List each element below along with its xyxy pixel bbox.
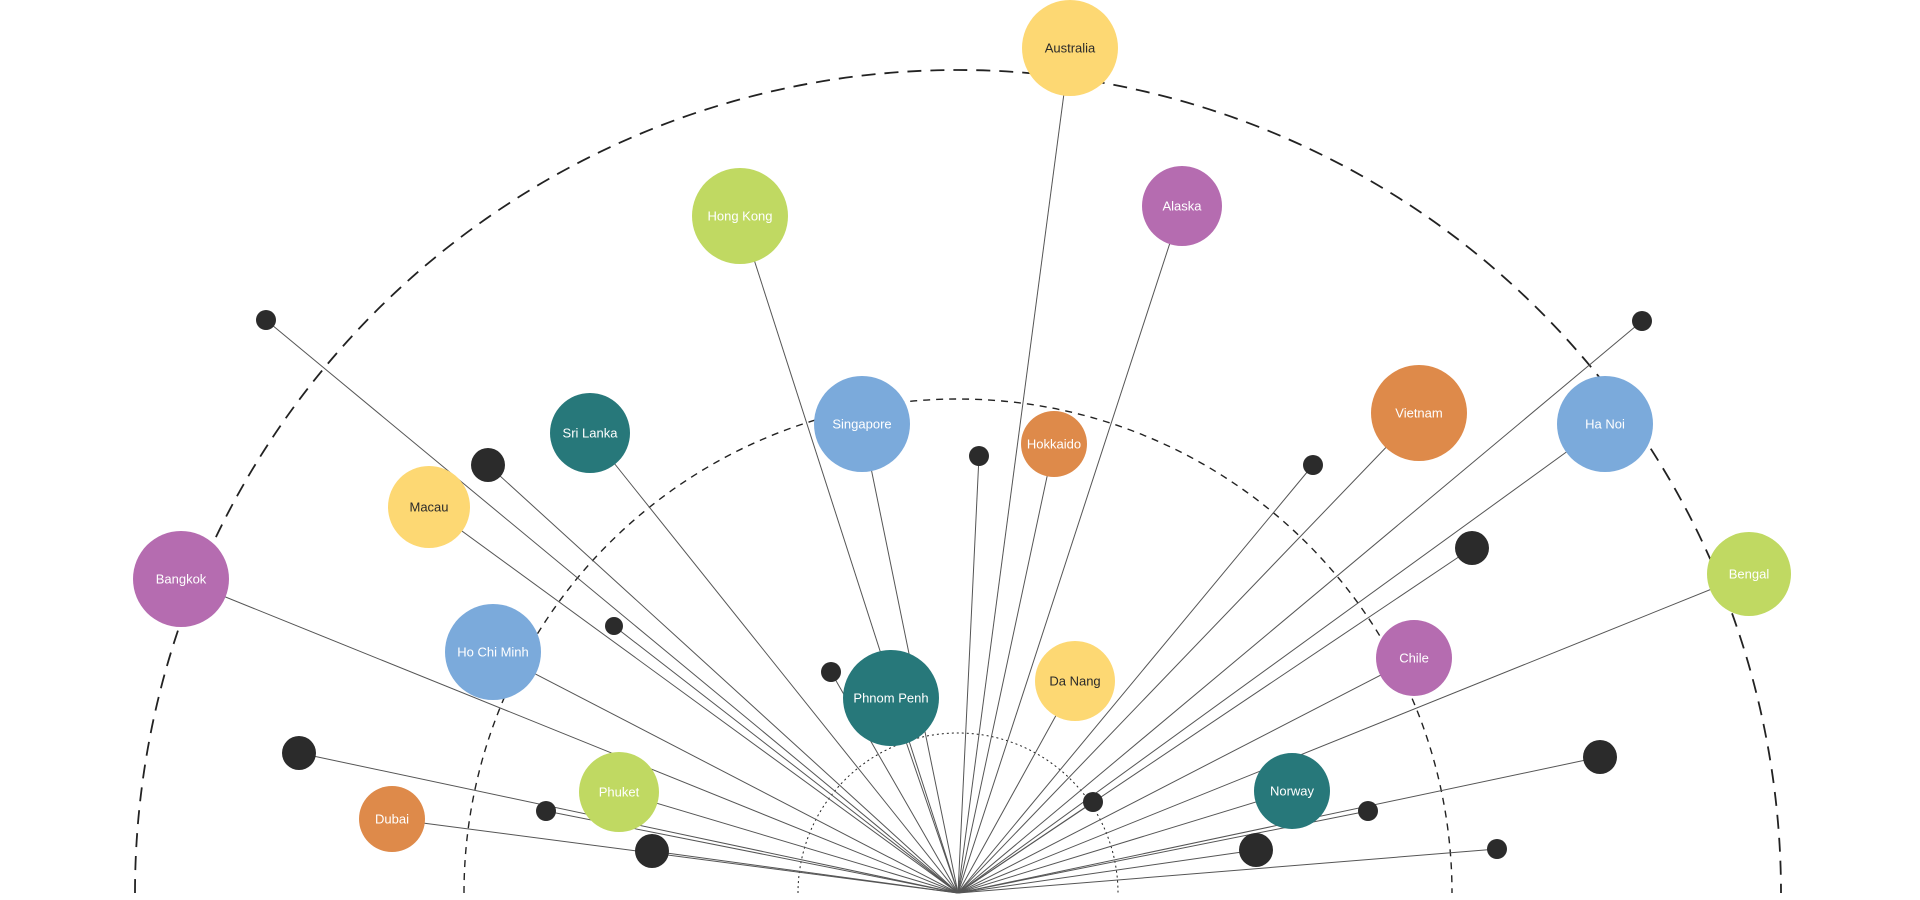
node-circle[interactable] <box>550 393 630 473</box>
connection-line-da-nang <box>957 680 1076 894</box>
connection-line-bengal <box>957 573 1750 894</box>
connection-line-ho-chi-minh <box>492 651 959 894</box>
connection-line-dot-3 <box>613 625 959 894</box>
endpoint-dot[interactable] <box>1455 531 1489 565</box>
node-circle[interactable] <box>359 786 425 852</box>
endpoint-dot[interactable] <box>821 662 841 682</box>
endpoint-dot[interactable] <box>1083 792 1103 812</box>
node-circle[interactable] <box>1707 532 1791 616</box>
endpoint-dot[interactable] <box>471 448 505 482</box>
connection-line-macau <box>428 506 959 894</box>
node-circle[interactable] <box>1035 641 1115 721</box>
node-bangkok[interactable]: Bangkok <box>133 531 229 627</box>
node-circle[interactable] <box>1021 411 1087 477</box>
endpoint-dot[interactable] <box>1358 801 1378 821</box>
node-circle[interactable] <box>843 650 939 746</box>
node-circle[interactable] <box>388 466 470 548</box>
connection-line-dot-9 <box>957 801 1094 894</box>
node-bengal[interactable]: Bengal <box>1707 532 1791 616</box>
node-circle[interactable] <box>579 752 659 832</box>
connection-line-dot-12 <box>957 848 1498 894</box>
connection-line-dot-1 <box>265 319 959 894</box>
guide-rings <box>134 69 1782 894</box>
endpoint-dot[interactable] <box>1632 311 1652 331</box>
connection-line-dubai <box>391 818 959 894</box>
connection-line-chile <box>957 657 1415 894</box>
node-hokkaido[interactable]: Hokkaido <box>1021 411 1087 477</box>
connection-line-dot-7 <box>957 320 1643 894</box>
node-sri-lanka[interactable]: Sri Lanka <box>550 393 630 473</box>
connection-line-dot-5 <box>957 455 980 894</box>
node-circle[interactable] <box>1376 620 1452 696</box>
node-da-nang[interactable]: Da Nang <box>1035 641 1115 721</box>
connection-line-bangkok <box>180 578 959 894</box>
node-phnom-penh[interactable]: Phnom Penh <box>843 650 939 746</box>
endpoint-dot[interactable] <box>635 834 669 868</box>
node-chile[interactable]: Chile <box>1376 620 1452 696</box>
node-circle[interactable] <box>1254 753 1330 829</box>
connection-line-norway <box>957 790 1293 894</box>
endpoint-dot[interactable] <box>1303 455 1323 475</box>
endpoint-dot[interactable] <box>1239 833 1273 867</box>
endpoint-dots <box>256 310 1652 868</box>
connection-line-australia <box>957 47 1071 894</box>
connection-line-hokkaido <box>957 443 1055 894</box>
node-circle[interactable] <box>1022 0 1118 96</box>
node-dubai[interactable]: Dubai <box>359 786 425 852</box>
connection-line-dot-6 <box>957 464 1314 894</box>
node-macau[interactable]: Macau <box>388 466 470 548</box>
connection-line-dot-14 <box>651 850 959 894</box>
node-circle[interactable] <box>445 604 541 700</box>
endpoint-dot[interactable] <box>282 736 316 770</box>
connection-line-alaska <box>957 205 1183 894</box>
node-alaska[interactable]: Alaska <box>1142 166 1222 246</box>
node-circle[interactable] <box>1557 376 1653 472</box>
node-vietnam[interactable]: Vietnam <box>1371 365 1467 461</box>
node-circle[interactable] <box>1142 166 1222 246</box>
connection-line-vietnam <box>957 412 1420 894</box>
connection-lines <box>180 47 1750 894</box>
node-hong-kong[interactable]: Hong Kong <box>692 168 788 264</box>
connection-line-dot-2 <box>487 464 959 894</box>
endpoint-dot[interactable] <box>969 446 989 466</box>
node-singapore[interactable]: Singapore <box>814 376 910 472</box>
node-ho-chi-minh[interactable]: Ho Chi Minh <box>445 604 541 700</box>
node-ha-noi[interactable]: Ha Noi <box>1557 376 1653 472</box>
endpoint-dot[interactable] <box>605 617 623 635</box>
node-phuket[interactable]: Phuket <box>579 752 659 832</box>
node-circle[interactable] <box>814 376 910 472</box>
connection-line-phuket <box>618 791 959 894</box>
node-norway[interactable]: Norway <box>1254 753 1330 829</box>
connection-line-sri-lanka <box>589 432 959 894</box>
node-circle[interactable] <box>1371 365 1467 461</box>
connection-line-hong-kong <box>739 215 959 894</box>
node-circle[interactable] <box>692 168 788 264</box>
outer-ring <box>134 69 1782 894</box>
node-circle[interactable] <box>133 531 229 627</box>
connection-line-ha-noi <box>957 423 1606 894</box>
endpoint-dot[interactable] <box>536 801 556 821</box>
endpoint-dot[interactable] <box>1583 740 1617 774</box>
endpoint-dot[interactable] <box>1487 839 1507 859</box>
endpoint-dot[interactable] <box>256 310 276 330</box>
node-australia[interactable]: Australia <box>1022 0 1118 96</box>
connection-line-dot-13 <box>957 849 1257 894</box>
